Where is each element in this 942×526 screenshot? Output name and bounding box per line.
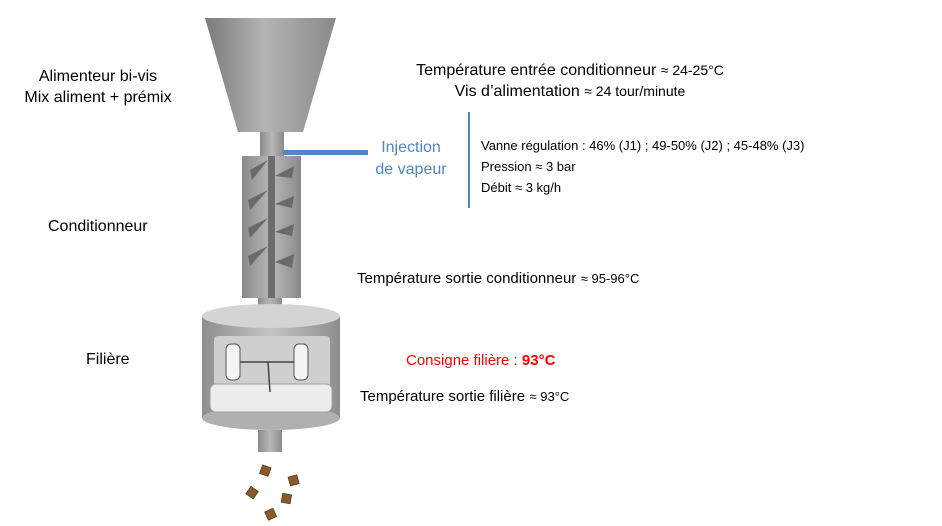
feeder-hopper [205, 18, 336, 132]
conditioner-paddles [248, 160, 294, 268]
feeder-label-line2: Mix aliment + prémix [24, 89, 172, 106]
feed-screw-label: Vis d’alimentation [454, 83, 580, 100]
pressure-label: Pression [481, 159, 536, 174]
feed-screw-speed: Vis d’alimentation ≈ 24 tour/minute [360, 81, 780, 102]
steam-injection-pipe [283, 150, 368, 155]
valve-regulation: Vanne régulation : 46% (J1) ; 49-50% (J2… [481, 135, 804, 156]
die-outlet-temperature: Température sortie filière ≈ 93°C [360, 388, 569, 406]
die-label: Filière [86, 351, 130, 368]
valve-label: Vanne régulation : [481, 138, 590, 153]
die-setpoint-label: Consigne filière : [406, 352, 522, 369]
pressure-value: ≈ 3 bar [535, 159, 576, 174]
die-setpoint-value: 93°C [521, 352, 556, 369]
feeder-label-line1: Alimenteur bi-vis [38, 68, 158, 85]
outlet-temperature: Température sortie conditionneur ≈ 95-96… [357, 270, 639, 288]
die-drum [202, 304, 340, 430]
steam-flow: Débit ≈ 3 kg/h [481, 177, 804, 198]
die-outlet-temperature-label: Température sortie filière [360, 388, 526, 405]
feeder-label: Alimenteur bi-vis Mix aliment + prémix [0, 66, 196, 108]
feed-screw-value: ≈ 24 tour/minute [584, 83, 686, 99]
outlet-temperature-label: Température sortie conditionneur [357, 270, 577, 287]
conditioner-shaft [268, 156, 275, 298]
inlet-temperature: Température entrée conditionneur ≈ 24-25… [360, 60, 780, 81]
feeder-neck [260, 132, 284, 156]
die-setpoint: Consigne filière : 93°C [406, 352, 555, 370]
die-outlet-temperature-value: ≈ 93°C [529, 389, 570, 404]
valve-value: 46% (J1) ; 49-50% (J2) ; 45-48% (J3) [589, 138, 805, 153]
conditioner-label: Conditionneur [48, 218, 148, 235]
inlet-temperature-label: Température entrée conditionneur [416, 62, 657, 79]
flow-value: ≈ 3 kg/h [514, 180, 562, 195]
flow-label: Débit [481, 180, 515, 195]
steam-injection-label: Injection de vapeur [352, 137, 470, 181]
steam-label-line2: de vapeur [375, 161, 447, 178]
inlet-temperature-value: ≈ 24-25°C [660, 62, 724, 78]
die-outlet [258, 430, 282, 452]
inlet-measurements: Température entrée conditionneur ≈ 24-25… [360, 60, 780, 102]
steam-label-line1: Injection [381, 139, 441, 156]
steam-pressure: Pression ≈ 3 bar [481, 156, 804, 177]
outlet-temperature-value: ≈ 95-96°C [580, 271, 640, 286]
steam-parameters: Vanne régulation : 46% (J1) ; 49-50% (J2… [481, 135, 804, 198]
pellets [245, 464, 300, 521]
